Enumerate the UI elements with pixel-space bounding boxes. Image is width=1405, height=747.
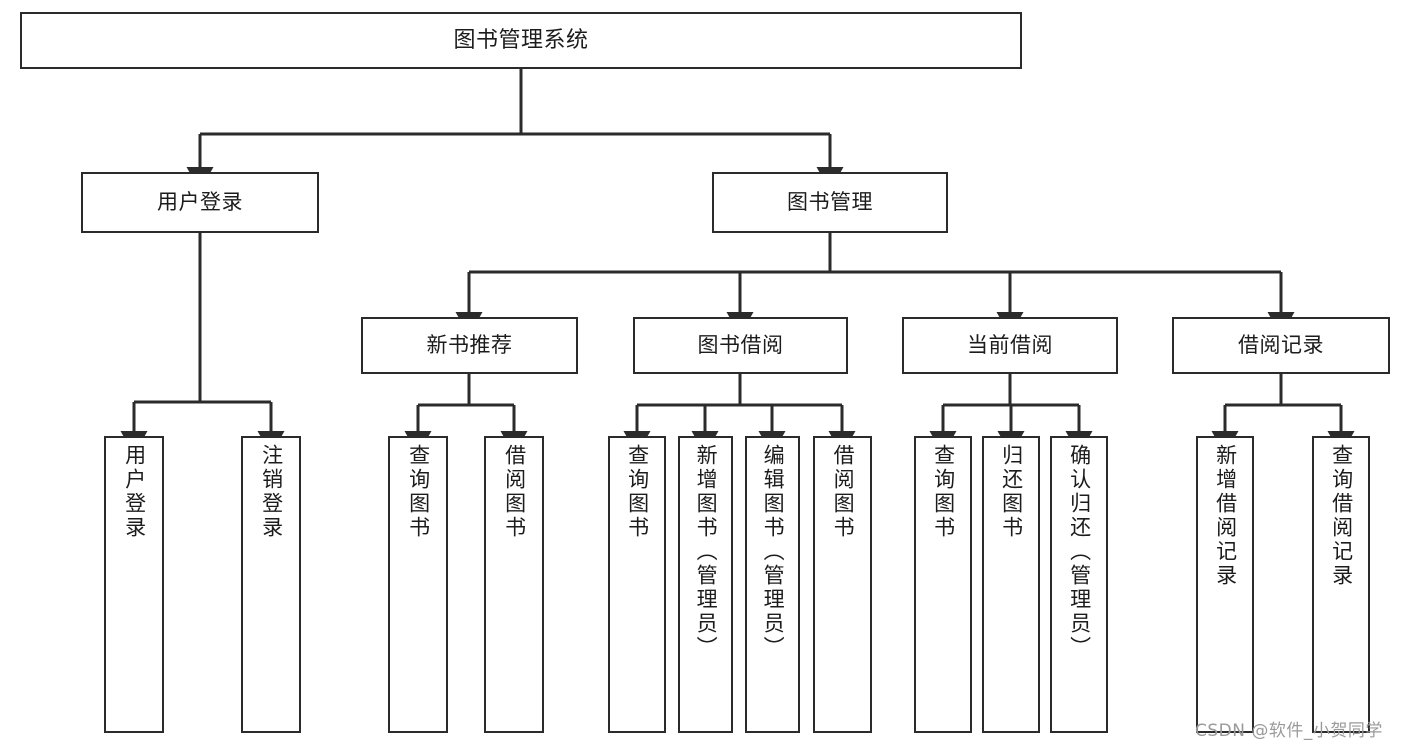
node-leaf-query-book-rec[interactable]: 查询图书 <box>388 436 448 733</box>
node-book-manage[interactable]: 图书管理 <box>712 172 948 233</box>
node-leaf-query-book-current-label: 查询图书 <box>931 444 956 540</box>
node-book-borrow[interactable]: 图书借阅 <box>633 317 848 374</box>
node-leaf-add-book-admin-label: 新增图书（管理员） <box>694 444 719 660</box>
node-leaf-query-book-current[interactable]: 查询图书 <box>914 436 972 733</box>
node-leaf-logout-login-label: 注销登录 <box>259 444 284 540</box>
node-leaf-query-book-borrow[interactable]: 查询图书 <box>608 436 666 733</box>
node-leaf-borrow-book-label: 借阅图书 <box>831 444 856 540</box>
node-new-book-recommend-label: 新书推荐 <box>426 333 513 358</box>
node-leaf-borrow-book-rec-label: 借阅图书 <box>502 444 527 540</box>
node-leaf-return-book[interactable]: 归还图书 <box>982 436 1040 733</box>
watermark: CSDN @软件_小贺同学 <box>1195 721 1383 741</box>
node-leaf-query-book-borrow-label: 查询图书 <box>625 444 650 540</box>
node-current-borrow[interactable]: 当前借阅 <box>902 317 1118 374</box>
node-leaf-query-book-rec-label: 查询图书 <box>406 444 431 540</box>
node-root[interactable]: 图书管理系统 <box>20 12 1022 69</box>
node-leaf-edit-book-admin-label: 编辑图书（管理员） <box>761 444 786 660</box>
node-leaf-edit-book-admin[interactable]: 编辑图书（管理员） <box>745 436 800 733</box>
node-leaf-borrow-book-rec[interactable]: 借阅图书 <box>484 436 544 733</box>
node-borrow-record-label: 借阅记录 <box>1238 333 1324 358</box>
node-leaf-add-book-admin[interactable]: 新增图书（管理员） <box>678 436 733 733</box>
node-leaf-query-borrow-record-label: 查询借阅记录 <box>1329 444 1354 588</box>
node-leaf-borrow-book[interactable]: 借阅图书 <box>813 436 872 733</box>
node-leaf-add-borrow-record[interactable]: 新增借阅记录 <box>1196 436 1254 733</box>
node-leaf-user-login[interactable]: 用户登录 <box>104 436 164 733</box>
node-book-manage-label: 图书管理 <box>787 190 873 215</box>
node-leaf-confirm-return-admin[interactable]: 确认归还（管理员） <box>1050 436 1108 733</box>
node-new-book-recommend[interactable]: 新书推荐 <box>361 317 578 374</box>
node-current-borrow-label: 当前借阅 <box>967 333 1053 358</box>
node-leaf-add-borrow-record-label: 新增借阅记录 <box>1213 444 1238 588</box>
node-leaf-logout-login[interactable]: 注销登录 <box>241 436 301 733</box>
node-book-borrow-label: 图书借阅 <box>697 333 784 358</box>
node-leaf-query-borrow-record[interactable]: 查询借阅记录 <box>1312 436 1370 733</box>
node-leaf-confirm-return-admin-label: 确认归还（管理员） <box>1067 444 1092 660</box>
node-user-login[interactable]: 用户登录 <box>81 172 319 233</box>
node-borrow-record[interactable]: 借阅记录 <box>1172 317 1390 374</box>
node-leaf-return-book-label: 归还图书 <box>999 444 1024 540</box>
node-root-label: 图书管理系统 <box>453 27 589 53</box>
node-user-login-label: 用户登录 <box>157 190 243 215</box>
node-leaf-user-login-label: 用户登录 <box>122 444 147 540</box>
